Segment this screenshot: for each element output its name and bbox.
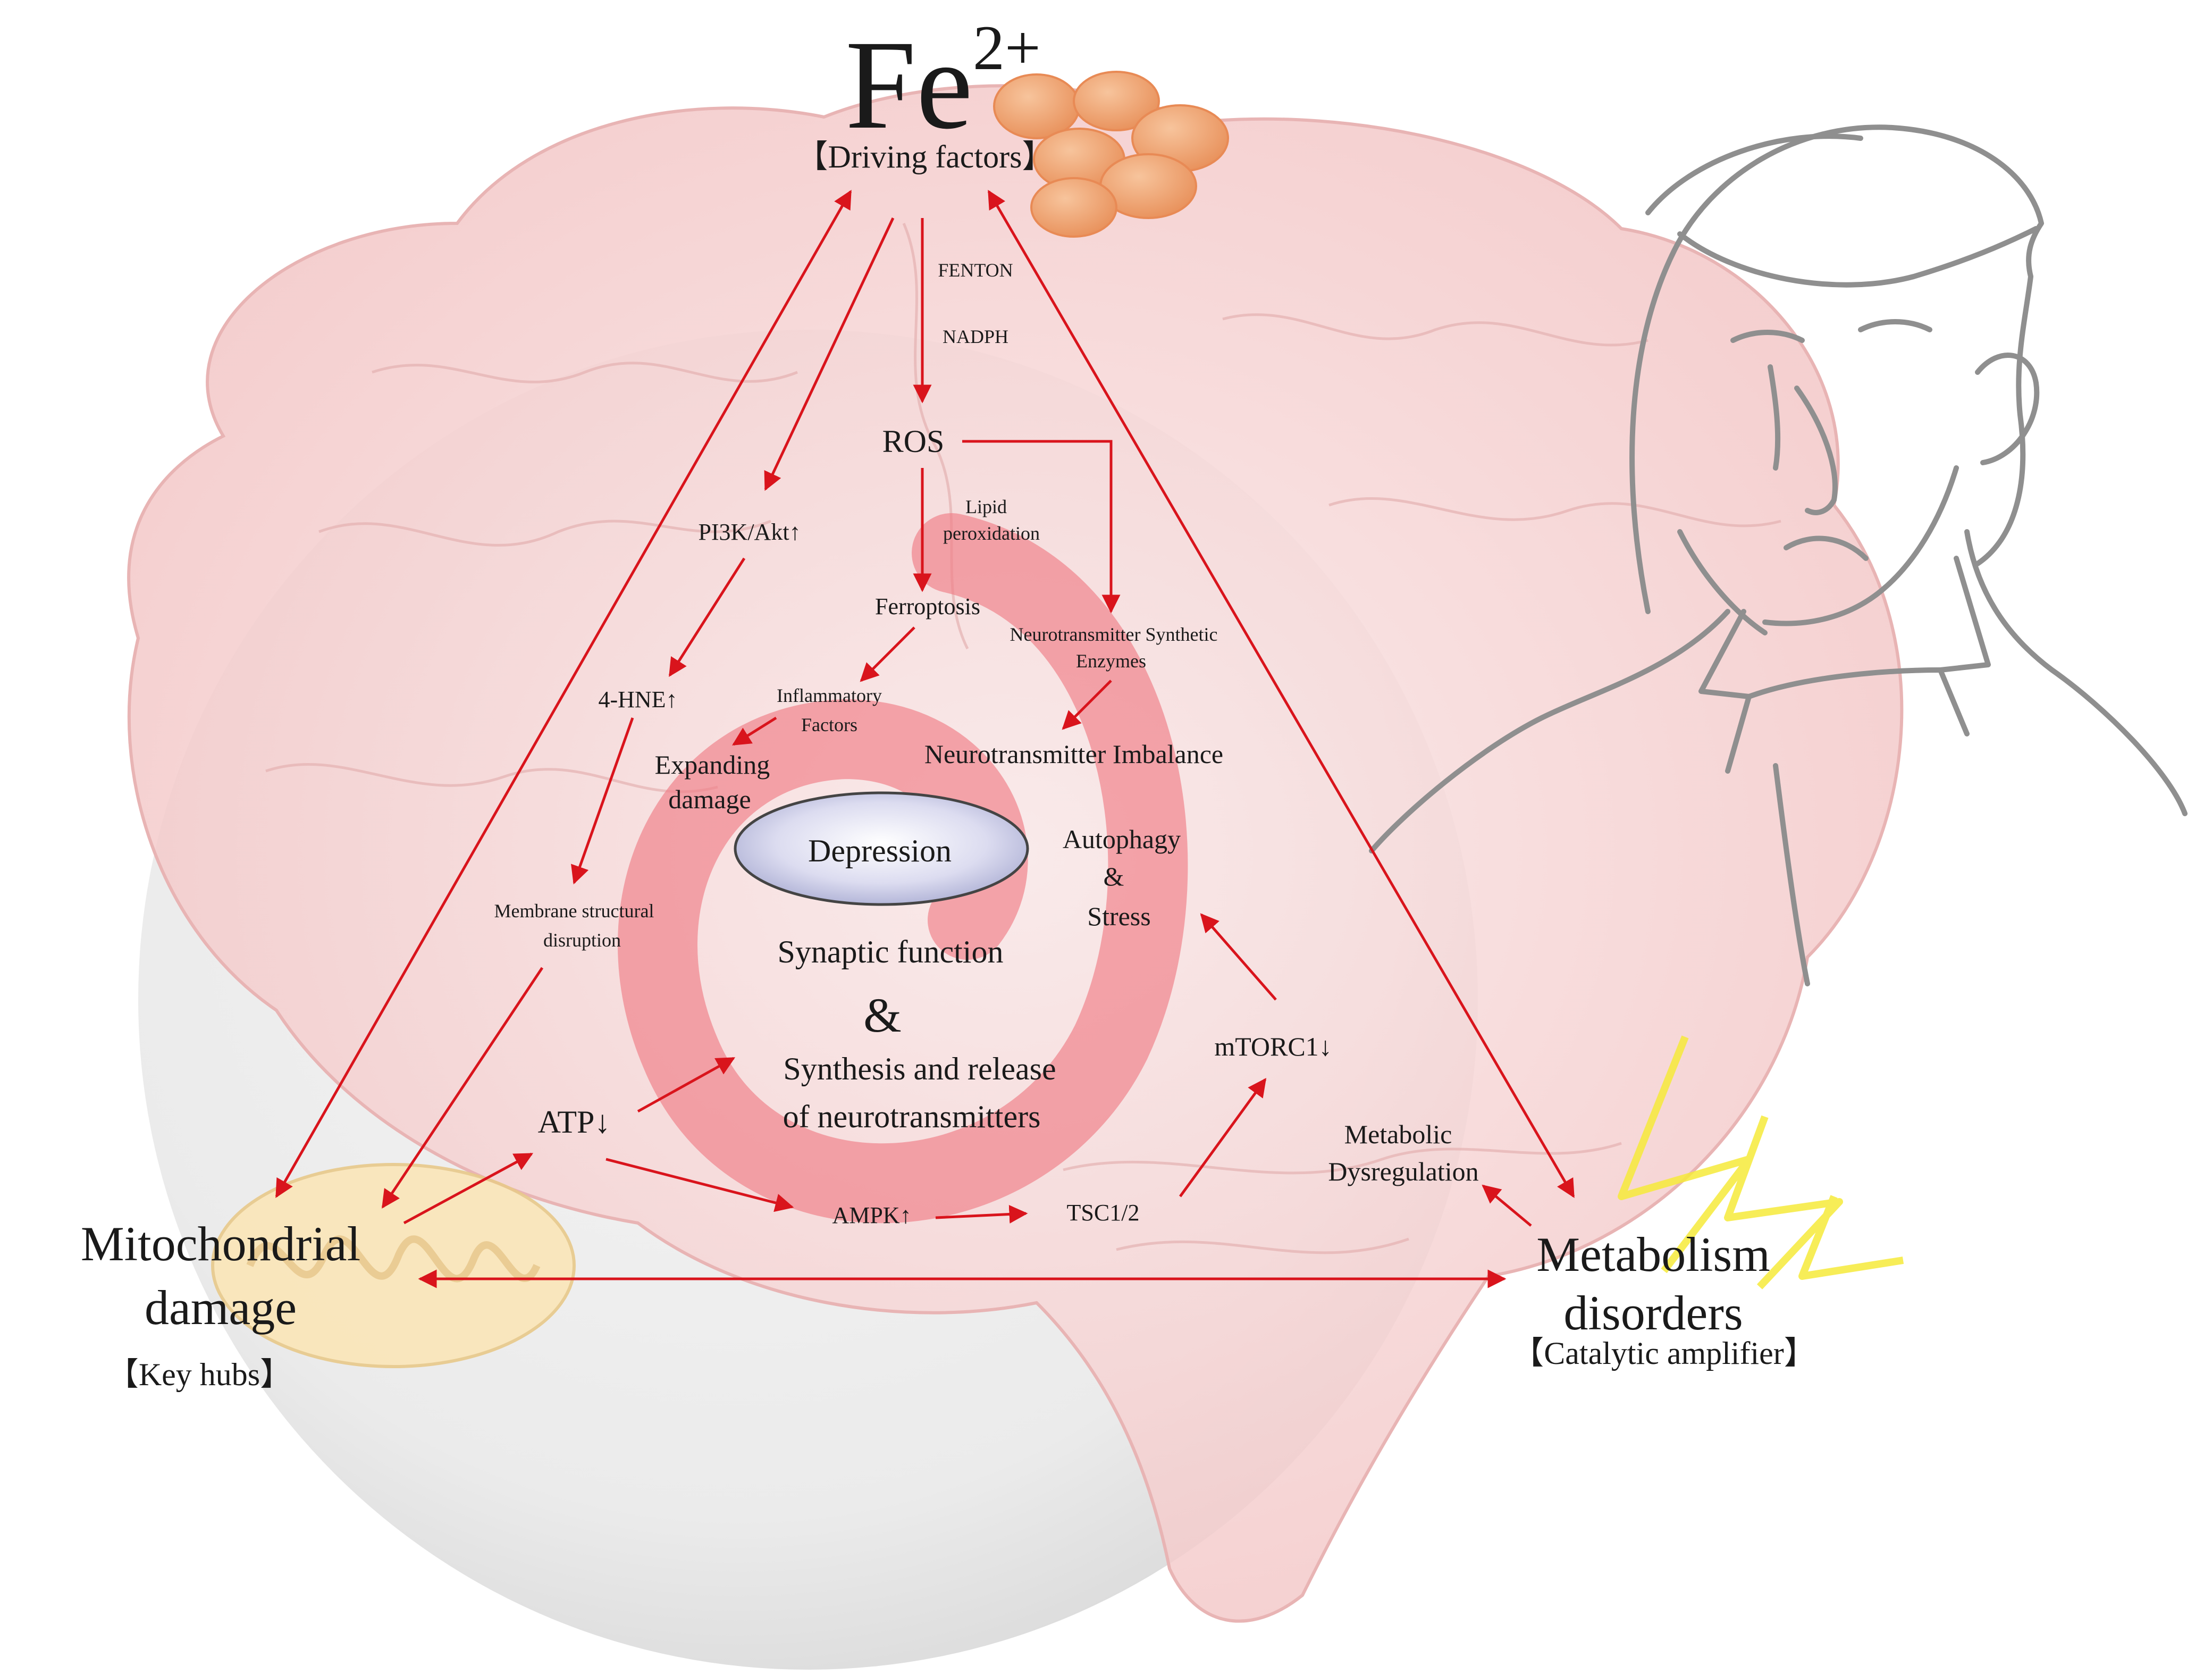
ferroptosis-label: Ferroptosis (875, 593, 980, 619)
arrow-ferroptosis-inflammatory (860, 626, 915, 682)
metab-role-label: 【Catalytic amplifier】 (1512, 1336, 1816, 1371)
arrow-layer (275, 189, 1575, 1288)
pi3k-label: PI3K/Akt↑ (698, 519, 801, 545)
synthesis-label-line1: Synthesis and release (783, 1051, 1056, 1086)
nadph-label: NADPH (943, 326, 1008, 347)
nse-label-line1: Neurotransmitter Synthetic (1010, 624, 1218, 645)
lightning-icon (1618, 1035, 1904, 1289)
lipid-label-line2: peroxidation (943, 523, 1040, 544)
membrane-label-line2: disruption (543, 929, 621, 951)
arrow-ros-nse (962, 440, 1121, 614)
inflammatory-label-line1: Inflammatory (777, 685, 882, 706)
mitochondrion-icon (211, 1163, 576, 1368)
fe-label: Fe2+ (845, 12, 1041, 155)
ampersand-label: & (863, 988, 902, 1042)
membrane-label-line1: Membrane structural (494, 900, 654, 922)
atp-label: ATP↓ (538, 1104, 611, 1140)
arrow-fe-metab (987, 189, 1575, 1199)
sad-man-illustration (1369, 124, 2188, 986)
hne-label: 4-HNE↑ (598, 686, 677, 713)
expanding-label-line1: Expanding (655, 750, 770, 780)
arrow-tsc-mtorc (1179, 1078, 1267, 1197)
arrow-atp-synthesis (637, 1057, 736, 1113)
depression-label: Depression (808, 833, 952, 868)
arrow-mito-atp (403, 1152, 534, 1225)
ampk-label: AMPK↑ (832, 1202, 911, 1228)
metabolic-label-line2: Dysregulation (1328, 1157, 1478, 1186)
autophagy-label-line2: & (1104, 861, 1124, 891)
ros-label: ROS (882, 424, 945, 459)
mito-label-line2: damage (145, 1280, 297, 1335)
expanding-label-line2: damage (668, 784, 751, 814)
fe-role-label: 【Driving factors】 (796, 139, 1054, 174)
arrow-mtorc-autophagy (1200, 913, 1277, 1001)
synaptic-function-label: Synaptic function (778, 934, 1004, 969)
arrow-fe-pi3k (764, 217, 895, 491)
arrow-fe-mito (275, 189, 852, 1199)
nse-label-line2: Enzymes (1076, 650, 1146, 672)
lipid-label-line1: Lipid (965, 496, 1007, 517)
arrow-ampk-tsc (935, 1205, 1028, 1224)
inflammatory-label-line2: Factors (801, 714, 857, 735)
autophagy-label-line1: Autophagy (1063, 824, 1181, 854)
mito-label-line1: Mitochondrial (81, 1217, 360, 1271)
mito-role-label: 【Key hubs】 (107, 1357, 292, 1392)
tsc-label: TSC1/2 (1067, 1200, 1140, 1226)
fenton-label: FENTON (938, 259, 1013, 281)
arrow-inflammatory-expanding (732, 716, 777, 746)
metabolic-label-line1: Metabolic (1344, 1119, 1452, 1149)
autophagy-label-line3: Stress (1087, 901, 1150, 931)
arrow-atp-ampk (605, 1158, 794, 1212)
synthesis-label-line2: of neurotransmitters (783, 1099, 1041, 1134)
neurotransmitter-imbalance-label: Neurotransmitter Imbalance (924, 739, 1223, 769)
arrow-membrane-mito (381, 967, 544, 1209)
arrow-nse-imbalance (1062, 680, 1112, 730)
arrow-hne-membrane (571, 717, 634, 885)
metab-label-line1: Metabolism (1536, 1227, 1770, 1282)
arrow-pi3k-hne (668, 557, 746, 677)
metab-label-line2: disorders (1563, 1286, 1743, 1340)
arrow-metab-dysregulation (1482, 1184, 1532, 1227)
mtorc-label: mTORC1↓ (1214, 1032, 1332, 1061)
